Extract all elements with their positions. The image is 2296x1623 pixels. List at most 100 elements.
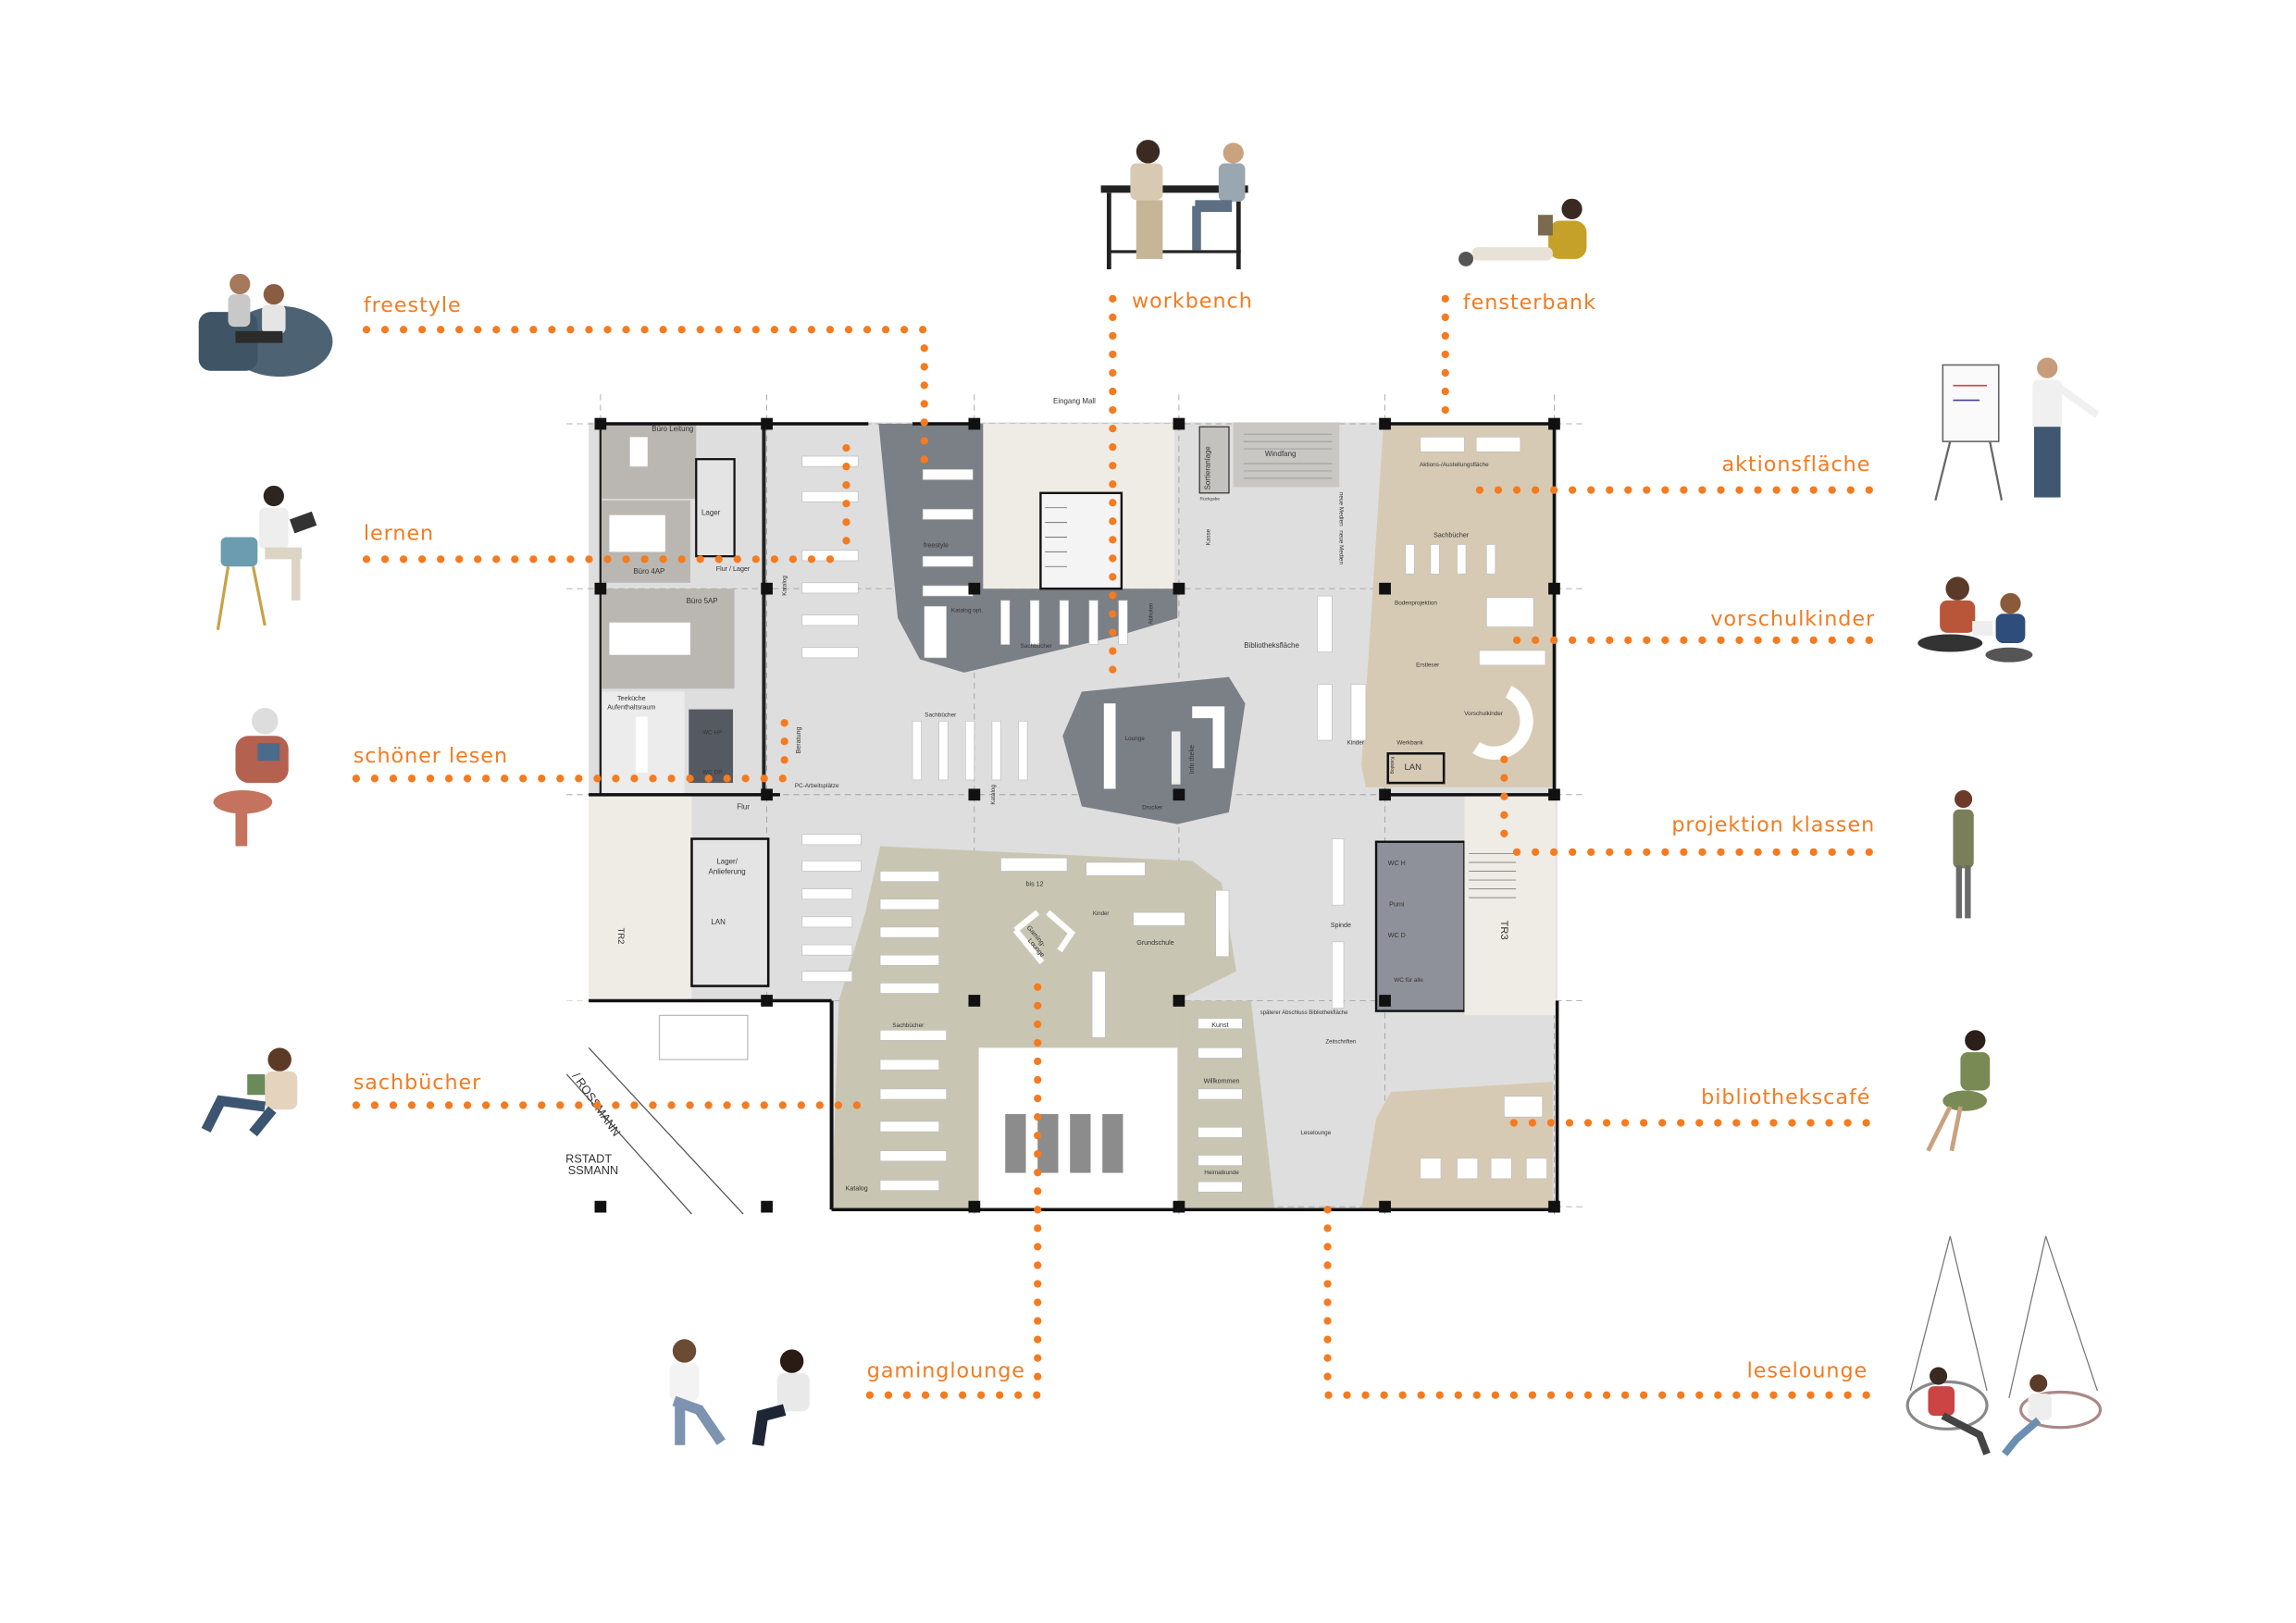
neighbor-area	[566, 1000, 832, 1215]
leader-dot	[920, 363, 928, 371]
leader-dot	[1735, 486, 1744, 494]
room-label: Heimatkunde	[1204, 1170, 1239, 1176]
leader-dot	[780, 737, 788, 746]
leader-dot	[538, 774, 546, 783]
room-label: Lounge	[1125, 736, 1146, 742]
gamers-icon	[669, 1339, 810, 1446]
leader-dot	[1034, 1057, 1042, 1066]
leader-dot	[1583, 1391, 1593, 1399]
leader-dot	[920, 344, 928, 353]
leader-dot	[1494, 486, 1503, 494]
leader-dot	[1441, 331, 1449, 341]
leader-dot	[1865, 848, 1873, 856]
room-label: Vorschulkinder	[1464, 711, 1504, 717]
leader-dot	[511, 326, 519, 334]
leader-dot	[1751, 1119, 1759, 1127]
leader-dot	[1323, 1224, 1332, 1233]
leader-dot	[1550, 848, 1558, 856]
callout-label-lernen: lernen	[363, 522, 435, 547]
leader-dot	[842, 537, 850, 545]
stair-tr2	[589, 794, 692, 1001]
leader-dot	[677, 326, 686, 334]
leader-dot	[1791, 486, 1799, 494]
leader-dot	[741, 774, 750, 783]
leader-dot	[1034, 1224, 1042, 1233]
leader-dot	[426, 1101, 435, 1109]
leader-dot	[1825, 1119, 1833, 1127]
leader-dot	[1034, 1038, 1042, 1047]
dotted-leader-projektion-klassen	[1500, 755, 1873, 856]
leader-dot	[704, 1101, 713, 1109]
leader-dot	[1843, 1391, 1852, 1399]
dotted-leader-freestyle	[362, 326, 928, 464]
leader-dot	[1034, 1020, 1042, 1029]
leader-dot	[1109, 443, 1117, 452]
room-label: Lager/	[716, 858, 738, 866]
leader-dot	[566, 326, 575, 334]
leader-dot	[1583, 1119, 1593, 1127]
callout-label-schoener-lesen: schöner lesen	[353, 744, 509, 769]
leader-dot	[1109, 647, 1117, 655]
leader-dot	[538, 1101, 546, 1109]
leader-dot	[1698, 848, 1706, 856]
leader-dot	[751, 555, 760, 564]
dotted-leader-aktionsflaeche	[1475, 486, 1873, 494]
leader-dot	[1602, 1391, 1611, 1399]
leader-dot	[733, 326, 741, 334]
room-label: neue Medien	[1337, 530, 1344, 564]
room-label: freestyle	[924, 542, 949, 550]
dotted-leader-leselounge	[1323, 1206, 1870, 1399]
leader-dot	[686, 1101, 694, 1109]
leader-dot	[1643, 486, 1651, 494]
leader-dot	[640, 555, 649, 564]
leader-dot	[1565, 1119, 1574, 1127]
leader-dot	[1569, 848, 1577, 856]
leader-dot	[1034, 1280, 1042, 1288]
leader-dot	[842, 443, 850, 452]
leader-dot	[1717, 636, 1725, 644]
leader-dot	[1034, 1075, 1042, 1084]
leader-dot	[630, 774, 639, 783]
leader-dot	[1788, 1119, 1796, 1127]
callout-label-vorschulkinder: vorschulkinder	[1710, 607, 1876, 632]
leader-dot	[1034, 1001, 1042, 1010]
leader-dot	[1828, 848, 1836, 856]
leader-dot	[1441, 387, 1449, 396]
leader-dot	[1846, 848, 1855, 856]
room-label: Sachbücher	[1021, 643, 1053, 650]
leader-dot	[659, 326, 667, 334]
beanbag-people-icon	[198, 273, 333, 378]
leader-dot	[640, 326, 649, 334]
leader-dot	[1034, 1335, 1042, 1344]
leader-dot	[714, 326, 723, 334]
leader-dot	[1862, 1391, 1870, 1399]
leader-dot	[370, 774, 379, 783]
leader-dot	[548, 326, 556, 334]
leader-dot	[649, 1101, 657, 1109]
leader-dot	[1587, 848, 1595, 856]
room-label: Spinde	[1331, 922, 1351, 929]
leader-dot	[1323, 1372, 1332, 1381]
leader-dot	[920, 381, 928, 390]
leader-dot	[1509, 1391, 1519, 1399]
leader-dot	[1606, 636, 1614, 644]
leader-dot	[1680, 636, 1688, 644]
leader-dot	[1441, 350, 1449, 359]
leader-dot	[939, 1391, 949, 1399]
leader-dot	[1034, 1354, 1042, 1362]
room-label: Katalog	[990, 785, 997, 805]
room-label: Bodenprojektion	[1395, 601, 1437, 607]
leader-dot	[852, 1101, 862, 1109]
leader-dot	[426, 774, 435, 783]
leader-dot	[1109, 480, 1117, 489]
leader-dot	[1772, 848, 1781, 856]
leader-dot	[482, 774, 490, 783]
leader-dot	[492, 326, 501, 334]
sitting-reader-icon	[201, 1047, 298, 1137]
children-reading-icon	[1917, 576, 2033, 663]
leader-dot	[501, 1101, 509, 1109]
leader-dot	[1109, 405, 1117, 415]
room-label: Kinder	[1093, 911, 1109, 917]
leader-dot	[751, 326, 760, 334]
leader-dot	[1865, 636, 1873, 644]
